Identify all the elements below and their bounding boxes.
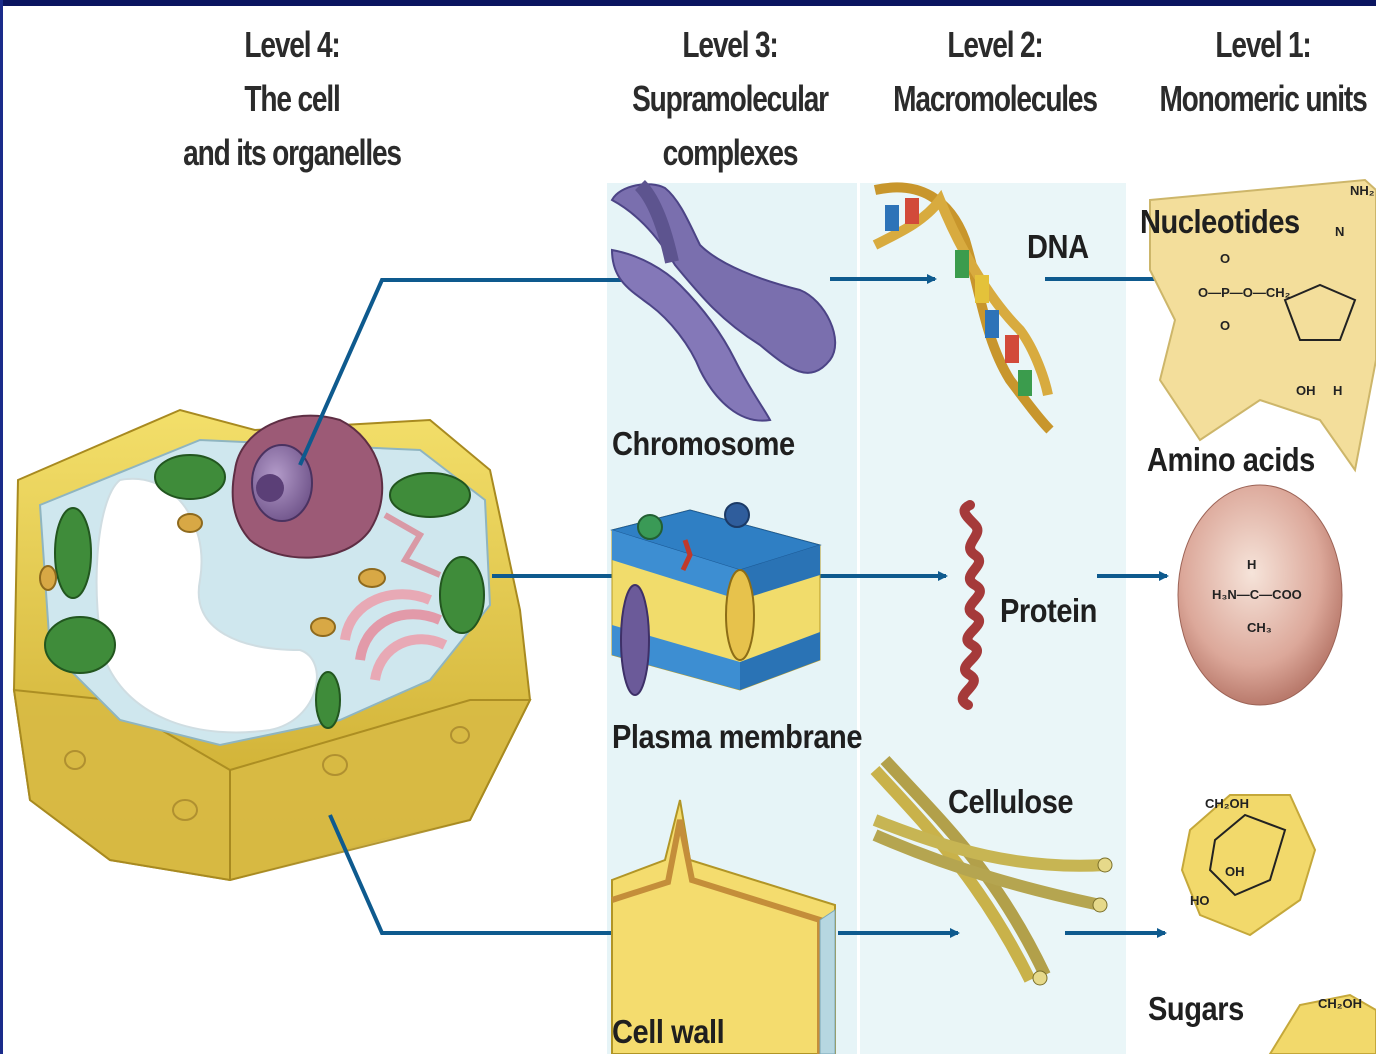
chem-oh-sugar: OH — [1225, 864, 1245, 879]
chem-amino-bottom: CH₃ — [1247, 620, 1272, 635]
label-sugars: Sugars — [1148, 990, 1244, 1028]
chem-phosphate: O—P—O—CH₂ — [1198, 285, 1291, 300]
label-chromosome: Chromosome — [612, 425, 795, 463]
chem-ch2oh-1: CH₂OH — [1205, 796, 1249, 811]
chem-n-ring: N — [1335, 224, 1344, 239]
chem-ch2oh-2: CH₂OH — [1318, 996, 1362, 1011]
chem-o-bottom: O — [1220, 318, 1230, 333]
label-protein: Protein — [1000, 592, 1097, 630]
chem-amino-mid: H₃N—C—COO — [1212, 587, 1302, 602]
label-nucleotides: Nucleotides — [1140, 203, 1300, 241]
plant-cell-illustration — [14, 410, 530, 880]
chem-amino-top: H — [1247, 557, 1256, 572]
label-cellulose: Cellulose — [948, 783, 1073, 821]
chem-h-nucleotide: H — [1333, 383, 1342, 398]
chem-oh-nucleotide: OH — [1296, 383, 1316, 398]
label-dna: DNA — [1027, 228, 1089, 266]
amino-acid-illustration: H H₃N—C—COO CH₃ — [1178, 485, 1342, 705]
chem-nh2: NH₂ — [1350, 183, 1375, 198]
chem-ho-sugar: HO — [1190, 893, 1210, 908]
chem-o-top: O — [1220, 251, 1230, 266]
label-amino-acids: Amino acids — [1147, 441, 1315, 479]
label-plasma-membrane: Plasma membrane — [612, 718, 862, 756]
label-cell-wall: Cell wall — [612, 1013, 724, 1051]
